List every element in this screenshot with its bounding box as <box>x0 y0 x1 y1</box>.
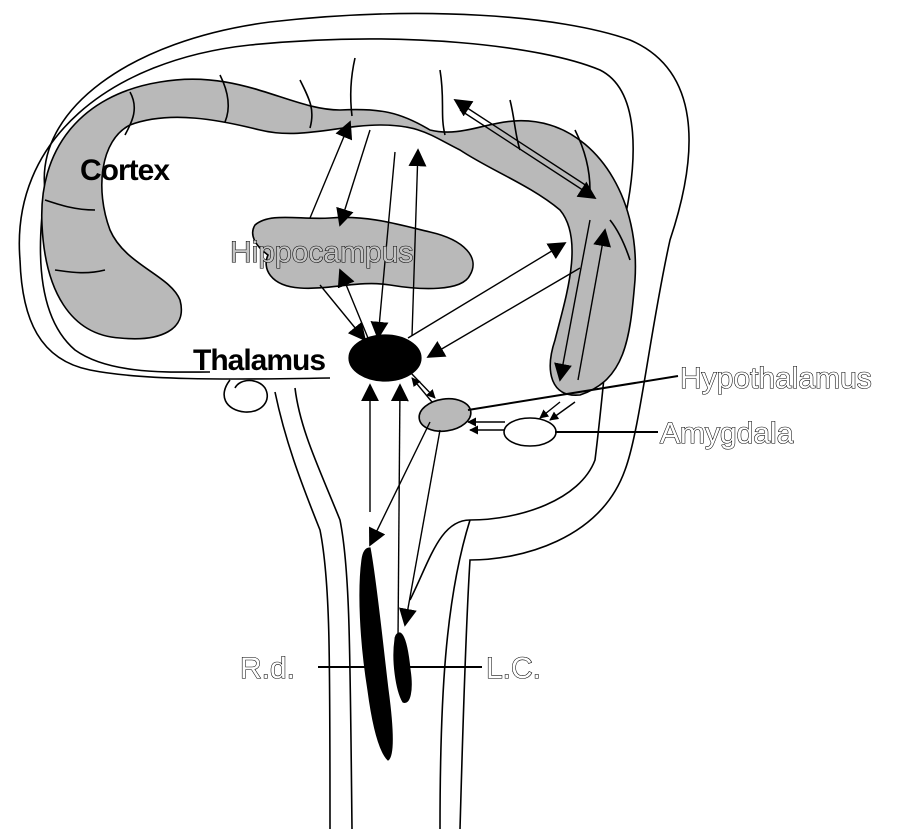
brainstem-left-outline <box>295 388 352 829</box>
amygdala-label: Amygdala <box>660 417 794 450</box>
rd-label: R.d. <box>240 652 295 685</box>
lc-label: L.C. <box>486 652 541 685</box>
raphe-nucleus <box>360 548 392 760</box>
thalamus-label: Thalamus <box>193 344 325 377</box>
thalamus-nucleus <box>349 335 421 381</box>
amygdala-region <box>504 418 556 446</box>
brainstem-left-outer <box>275 392 330 829</box>
hypothalamus-region <box>417 396 473 435</box>
cortex-gyrus-line <box>351 58 355 116</box>
hypothalamus-label: Hypothalamus <box>680 362 872 395</box>
hippocampus-label: Hippocampus <box>230 236 413 269</box>
pituitary-outline <box>224 380 267 412</box>
cortex-gyrus-line <box>440 70 445 135</box>
head-outline <box>44 14 689 829</box>
cortex-label: Cortex <box>80 154 170 187</box>
